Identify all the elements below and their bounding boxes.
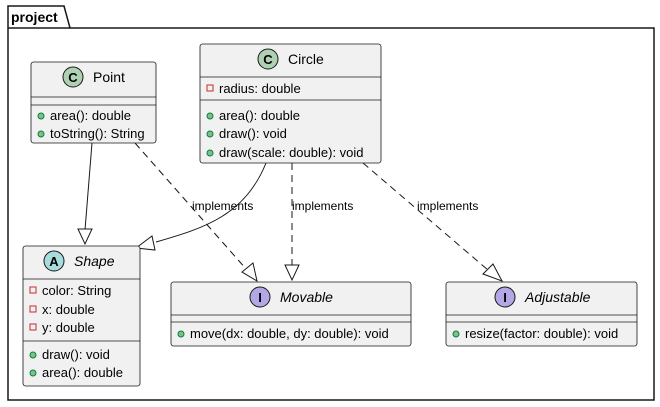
class-point[interactable]: C Point area(): double toString(): Strin… (30, 61, 157, 144)
attribute-row: y: double (29, 320, 95, 335)
relation-circle-implements-adjustable (362, 162, 504, 282)
method-row: draw(): void (206, 126, 287, 141)
svg-text:area(): double: area(): double (42, 365, 123, 380)
public-marker-icon (206, 130, 214, 138)
svg-text:C: C (68, 70, 78, 85)
package-project: project (7, 5, 655, 401)
svg-text:draw(scale: double): void: draw(scale: double): void (219, 145, 364, 160)
svg-text:y: double: y: double (42, 320, 95, 335)
package-label: project (11, 9, 58, 25)
svg-text:I: I (258, 290, 262, 305)
public-marker-icon (29, 351, 37, 359)
relation-circle-implements-movable (284, 163, 300, 282)
svg-text:move(dx: double, dy: double):: move(dx: double, dy: double): void (190, 326, 389, 341)
class-name: Adjustable (524, 289, 591, 305)
private-marker-icon (29, 286, 37, 294)
svg-text:area(): double: area(): double (219, 108, 300, 123)
relation-point-extends-shape (77, 142, 93, 246)
interface-adjustable[interactable]: I Adjustable resize(factor: double): voi… (445, 281, 638, 347)
attribute-row: color: String (29, 283, 111, 298)
class-name: Movable (280, 289, 333, 305)
class-name: Circle (288, 51, 324, 67)
class-badge-icon: C (257, 48, 279, 70)
class-shape[interactable]: A Shape color: String x: double y: doubl… (22, 245, 141, 387)
interface-badge-icon: I (494, 286, 516, 308)
method-row: area(): double (206, 108, 300, 123)
svg-text:draw(): void: draw(): void (42, 347, 110, 362)
method-row: resize(factor: double): void (452, 326, 618, 341)
relation-point-implements-movable (134, 142, 258, 283)
public-marker-icon (206, 112, 214, 120)
relation-label-circle-movable: implements (292, 199, 353, 213)
public-marker-icon (452, 330, 460, 338)
svg-text:toString(): String: toString(): String (50, 126, 145, 141)
public-marker-icon (206, 149, 214, 157)
attribute-row: x: double (29, 302, 95, 317)
method-row: draw(): void (29, 347, 110, 362)
method-row: move(dx: double, dy: double): void (177, 326, 389, 341)
svg-text:radius: double: radius: double (219, 81, 301, 96)
svg-text:C: C (263, 52, 273, 67)
svg-text:area(): double: area(): double (50, 108, 131, 123)
class-name: Point (93, 69, 125, 85)
relation-circle-extends-shape (134, 162, 267, 251)
relations (77, 142, 504, 283)
method-row: toString(): String (37, 126, 145, 141)
method-row: area(): double (29, 365, 123, 380)
interface-movable[interactable]: I Movable move(dx: double, dy: double): … (170, 281, 412, 347)
svg-text:x: double: x: double (42, 302, 95, 317)
attribute-row: radius: double (206, 81, 301, 96)
relation-label-point-movable: implements (192, 199, 253, 213)
method-row: area(): double (37, 108, 131, 123)
public-marker-icon (29, 369, 37, 377)
private-marker-icon (29, 305, 37, 313)
public-marker-icon (37, 112, 45, 120)
svg-text:I: I (503, 290, 507, 305)
svg-text:draw(): void: draw(): void (219, 126, 287, 141)
abstract-badge-icon: A (43, 250, 65, 272)
relation-label-circle-adjustable: implements (417, 199, 478, 213)
class-badge-icon: C (62, 66, 84, 88)
class-circle[interactable]: C Circle radius: double area(): double d… (199, 43, 382, 164)
public-marker-icon (37, 130, 45, 138)
method-row: draw(scale: double): void (206, 145, 364, 160)
class-name: Shape (74, 253, 115, 269)
svg-text:resize(factor: double): void: resize(factor: double): void (465, 326, 618, 341)
interface-badge-icon: I (249, 286, 271, 308)
svg-text:A: A (49, 254, 59, 269)
public-marker-icon (177, 330, 185, 338)
private-marker-icon (29, 323, 37, 331)
svg-text:color: String: color: String (42, 283, 111, 298)
private-marker-icon (206, 84, 214, 92)
